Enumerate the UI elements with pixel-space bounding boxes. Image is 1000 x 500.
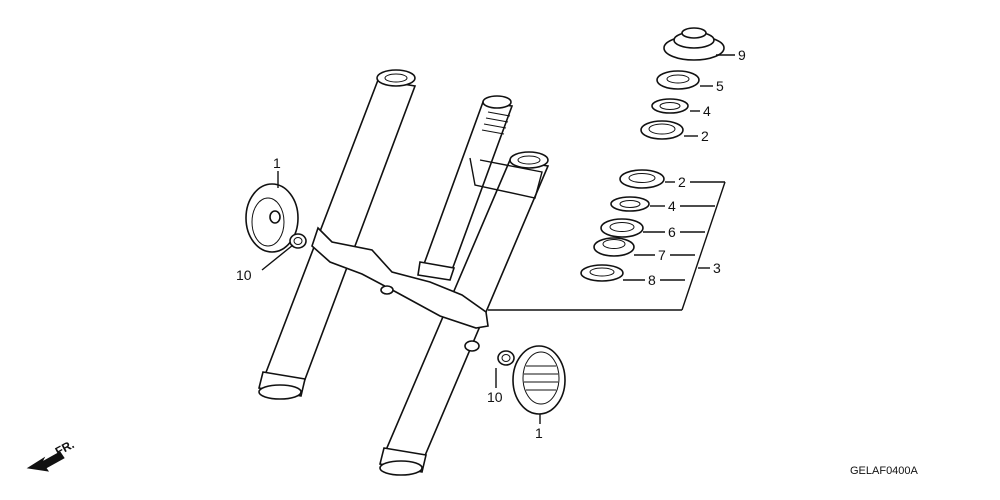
callout-10-left: 10 [236,267,252,283]
callout-1-right: 1 [535,425,543,441]
callout-1-left: 1 [273,155,281,171]
stem-nut-part [663,27,725,61]
bottom-bridge [311,226,489,329]
callout-4-upper: 4 [703,103,711,119]
callout-7: 7 [658,247,666,263]
callout-10-right: 10 [487,389,503,405]
front-fork-assembly [258,69,550,476]
front-arrow-icon [26,451,65,472]
dust-seal-lower-part [600,218,644,238]
lower-race-part [619,169,665,189]
cable-guide [469,157,543,199]
callout-9: 9 [738,47,746,63]
upper-ball-bearing-part [651,98,689,114]
left-nut-part [289,233,307,249]
right-nut-part [497,350,515,366]
callout-4-lower: 4 [668,198,676,214]
callout-8: 8 [648,272,656,288]
washer-part [580,264,624,282]
upper-race-part [640,120,684,140]
leader-lines [261,54,735,424]
callout-3: 3 [713,260,721,276]
callout-6: 6 [668,224,676,240]
steering-stem-column [417,95,514,281]
callout-5: 5 [716,78,724,94]
front-direction-indicator: FR. [26,437,76,472]
drawing-code: GELAF0400A [850,465,919,477]
lower-ball-bearing-part [610,196,650,212]
dust-seal-part [656,70,700,90]
left-cap-part [245,183,299,253]
callout-labels: 9 5 4 2 2 4 6 7 3 8 1 10 10 1 [236,47,746,441]
callout-2-lower: 2 [678,174,686,190]
right-cap-part [512,345,566,415]
lower-bearing-stack [580,169,665,282]
upper-bearing-stack [640,27,725,140]
fork-tube-left [258,69,417,400]
bearing-seal-part [593,237,635,257]
callout-2-upper: 2 [701,128,709,144]
